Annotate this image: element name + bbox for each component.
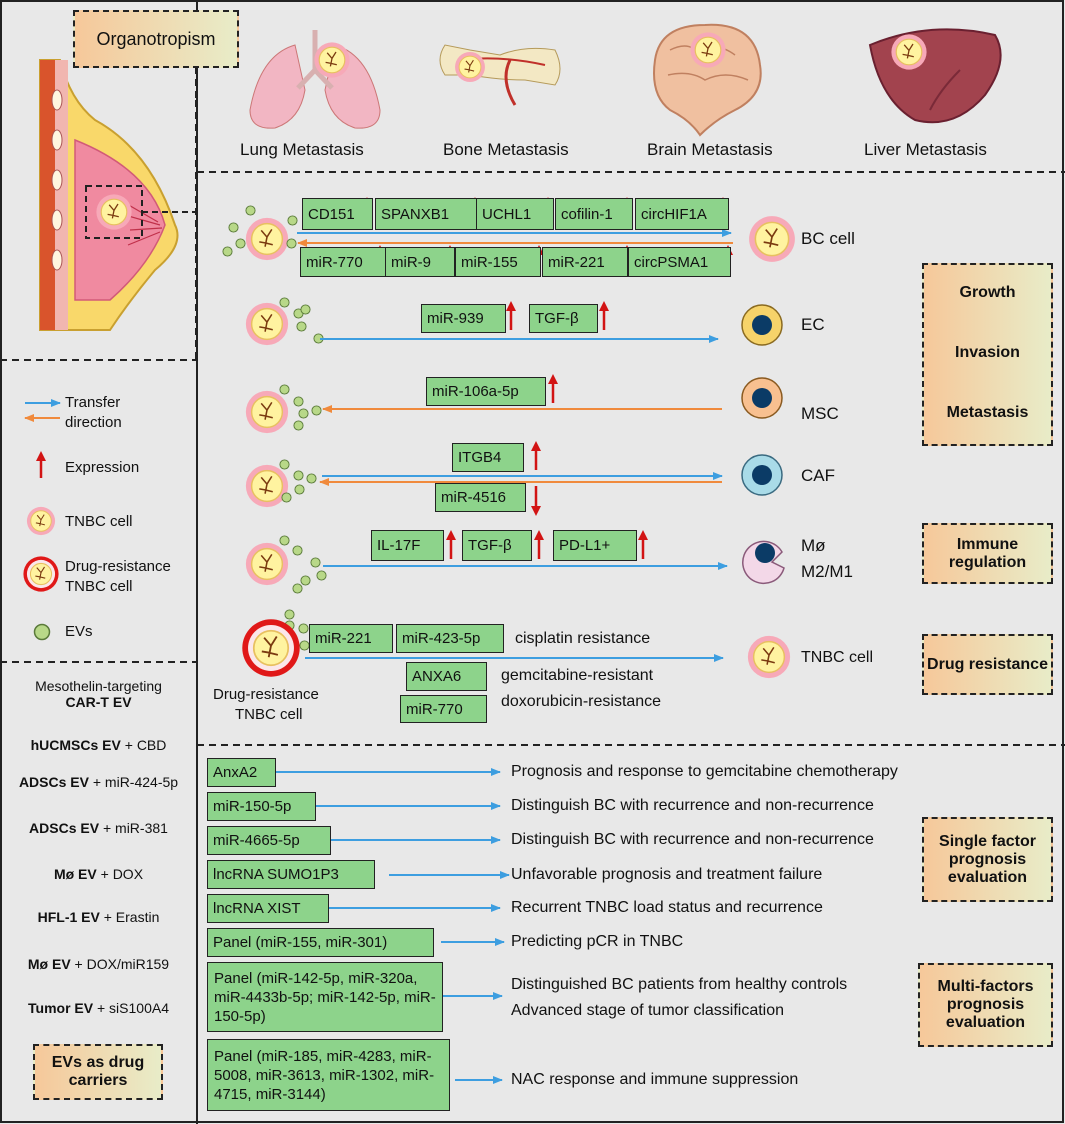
caf-interaction [245,454,783,508]
marker-box: miR-423-5p [396,624,504,653]
organotropism-label: Organotropism [73,10,239,68]
drug-note-gemcitabine: gemcitabine-resistant [501,667,654,684]
marker-box: miR-9 [385,247,455,277]
marker-box: SPANXB1 [375,198,482,230]
legend-evs-text: EVs [65,623,93,640]
marker-box: UCHL1 [476,198,554,230]
prognosis-text: Distinguished BC patients from healthy c… [511,976,848,993]
prognosis-panel-box: Panel (miR-142-5p, miR-320a, miR-4433b-5… [207,962,443,1032]
legend-expression-text: Expression [65,459,140,476]
prognosis-box: Panel (miR-155, miR-301) [207,928,434,957]
target-tnbc-cell: TNBC cell [801,649,874,666]
organ-label-bone: Bone Metastasis [443,140,569,159]
category-multi-factor: Multi-factors prognosis evaluation [918,963,1053,1047]
organ-label-lung: Lung Metastasis [240,140,364,159]
target-caf: CAF [801,466,835,485]
legend-transfer-text-2: direction [65,414,122,431]
carrier-item: Mø EV + DOX/miR159 [27,956,170,972]
prognosis-text: Distinguish BC with recurrence and non-r… [511,831,874,848]
legend-drug-cell-icon [22,555,60,593]
marker-box: TGF-β [462,530,532,561]
bone-icon [439,44,561,106]
target-ec: EC [801,315,825,334]
marker-box: CD151 [302,198,373,230]
macrophage-interaction [245,535,785,594]
prognosis-box: lncRNA SUMO1P3 [207,860,375,889]
legend-drug-text-1: Drug-resistance [65,558,171,575]
category-invasion: Invasion [955,344,1020,361]
marker-box: miR-4516 [435,483,526,512]
prognosis-text: Recurrent TNBC load status and recurrenc… [511,899,823,916]
marker-box: miR-939 [421,304,506,333]
target-macrophage-1: Mø [801,536,826,555]
marker-box: miR-221 [309,624,393,653]
lung-icon [249,30,381,129]
drug-source-label-1: Drug-resistance [213,686,319,703]
category-growth: Growth [959,284,1016,301]
carrier-item: ADSCs EV + miR-381 [29,820,168,836]
category-drug-resistance: Drug resistance [922,634,1053,695]
marker-box: circHIF1A [635,198,729,230]
legend-drug-text-2: TNBC cell [65,578,133,595]
category-immune: Immune regulation [922,523,1053,584]
marker-box: miR-106a-5p [426,377,546,406]
legend-tnbc-text: TNBC cell [65,513,133,530]
carrier-item: Tumor EV + siS100A4 [28,1000,169,1016]
growth-invasion-metastasis-group [922,263,1053,446]
category-single-factor: Single factor prognosis evaluation [922,817,1053,902]
marker-box: PD-L1+ [553,530,637,561]
marker-box: cofilin-1 [555,198,633,230]
carrier-item: Mø EV + DOX [53,866,144,882]
marker-box: miR-770 [300,247,386,277]
target-msc: MSC [801,404,839,423]
prognosis-box: miR-4665-5p [207,826,331,855]
marker-box: miR-221 [542,247,628,277]
category-metastasis: Metastasis [946,404,1029,421]
legend-ev-icon [33,623,51,641]
marker-box: miR-155 [455,247,541,277]
bc-cell-interaction [222,205,796,263]
prognosis-text: Distinguish BC with recurrence and non-r… [511,797,874,814]
drug-source-label-2: TNBC cell [235,706,303,723]
carrier-item: ADSCs EV + miR-424-5p [18,774,179,790]
prognosis-arrows [276,768,510,1084]
prognosis-box: lncRNA XIST [207,894,329,923]
marker-box: ANXA6 [406,662,487,691]
legend-tnbc-cell-icon [26,506,56,536]
marker-box: IL-17F [371,530,444,561]
prognosis-panel-box: Panel (miR-185, miR-4283, miR-5008, miR-… [207,1039,450,1111]
organ-label-liver: Liver Metastasis [864,140,987,159]
prognosis-box: AnxA2 [207,758,276,787]
marker-box: miR-770 [400,695,487,723]
prognosis-text: Prognosis and response to gemcitabine ch… [511,763,898,780]
carrier-item: hUCMSCs EV + CBD [30,737,167,753]
marker-box: TGF-β [529,304,598,333]
prognosis-text: Predicting pCR in TNBC [511,933,684,950]
brain-icon [653,23,762,137]
marker-box: circPSMA1 [628,247,731,277]
msc-interaction [245,377,783,434]
target-bc-cell: BC cell [801,229,855,248]
prognosis-text: NAC response and immune suppression [511,1071,799,1088]
drug-note-doxorubicin: doxorubicin-resistance [501,693,662,710]
prognosis-box: miR-150-5p [207,792,316,821]
target-macrophage-2: M2/M1 [801,562,853,581]
carrier-item: HFL-1 EV + Erastin [37,909,160,925]
prognosis-text: Unfavorable prognosis and treatment fail… [511,866,823,883]
drug-carriers-label: EVs as drug carriers [33,1044,163,1100]
drug-note-cisplatin: cisplatin resistance [515,630,651,647]
ec-interaction [245,297,783,346]
legend-transfer-text-1: Transfer [65,394,121,411]
liver-icon [868,28,1002,124]
breast-anatomy-icon [39,59,195,331]
marker-box: ITGB4 [452,443,524,472]
organ-label-brain: Brain Metastasis [647,140,773,159]
prognosis-text: Advanced stage of tumor classification [511,1002,785,1019]
drug-resistance-interaction [241,609,791,679]
